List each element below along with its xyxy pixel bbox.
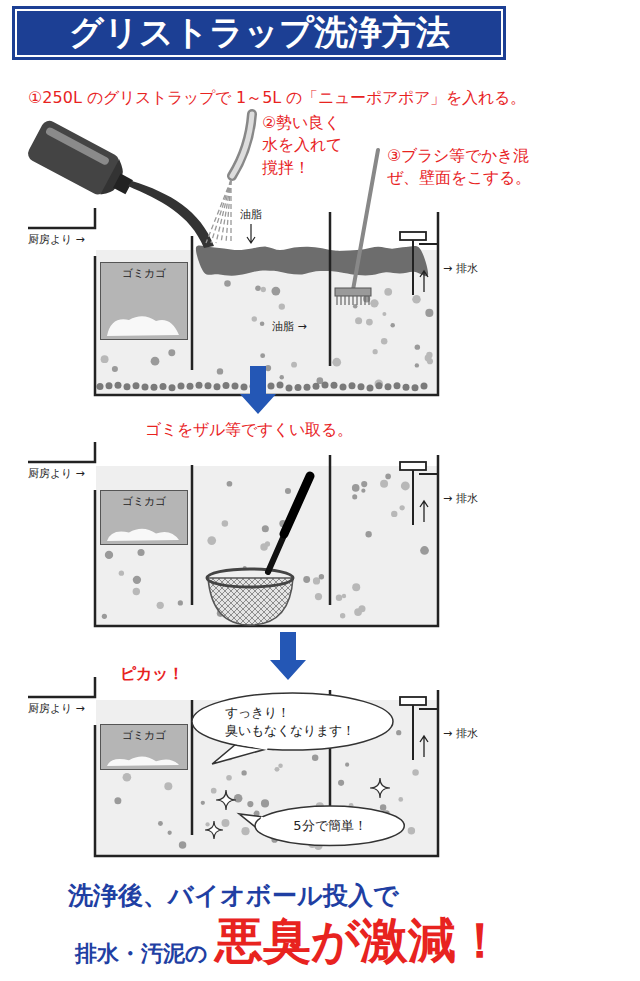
step-note: ①250L のグリストラップで 1～5L の「ニューポアポア」を入れる。: [28, 88, 526, 108]
sparkle: [216, 790, 236, 810]
strainer: [207, 476, 310, 625]
basket-label: ゴミカゴ: [101, 725, 187, 744]
tank-water: [96, 250, 437, 856]
step-arrow: [240, 366, 276, 414]
step-note: ゴミをザル等ですくい取る。: [145, 420, 353, 440]
outlet-label: → 排水: [443, 492, 478, 506]
inlet-label: 厨房より →: [28, 233, 85, 247]
inlet-label: 厨房より →: [28, 702, 85, 716]
slogan-emphasis: 悪臭が激減！: [215, 910, 504, 970]
effect-note: ピカッ！: [120, 664, 184, 684]
title-text: グリストラップ洗浄方法: [69, 10, 450, 56]
step-note: ③ブラシ等でかき混 ぜ、壁面をこする。: [387, 145, 537, 188]
slogan-text: 排水・汚泥の: [75, 940, 208, 968]
outlet-label: → 排水: [443, 262, 478, 276]
trash-basket: ゴミカゴ: [100, 724, 188, 770]
poured-liquid: [128, 181, 214, 248]
bubble-outline: [190, 691, 395, 752]
sparkle: [370, 778, 390, 798]
sediment-dots: [97, 280, 434, 850]
step-note: ②勢い良く 水を入れて 撹拌！: [262, 112, 358, 179]
part-label: 油脂: [240, 208, 262, 222]
tank-walls: [28, 208, 438, 856]
cleaner-bottle: [25, 118, 139, 207]
title-band: グリストラップ洗浄方法: [12, 6, 506, 60]
sparkle: [205, 821, 223, 839]
scrub-brush: [335, 150, 378, 305]
speech-bubble: すっきり！ 臭いもなくなります！: [190, 691, 395, 752]
outlet-label: → 排水: [443, 727, 478, 741]
basket-label: ゴミカゴ: [101, 491, 187, 510]
bubble-text: すっきり！ 臭いもなくなります！: [225, 704, 360, 739]
part-label: 油脂 →: [270, 320, 309, 334]
trash-basket: ゴミカゴ: [100, 262, 188, 340]
step-arrow: [270, 632, 306, 680]
slogan-text: 洗浄後、バイオボール投入で: [68, 880, 399, 911]
inlet-label: 厨房より →: [28, 467, 85, 481]
bubble-text: 5分で簡単！: [293, 817, 366, 835]
speech-bubble: 5分で簡単！: [253, 804, 406, 848]
trash-basket: ゴミカゴ: [100, 490, 188, 545]
water-hose: [206, 114, 252, 243]
basket-label: ゴミカゴ: [101, 263, 187, 282]
